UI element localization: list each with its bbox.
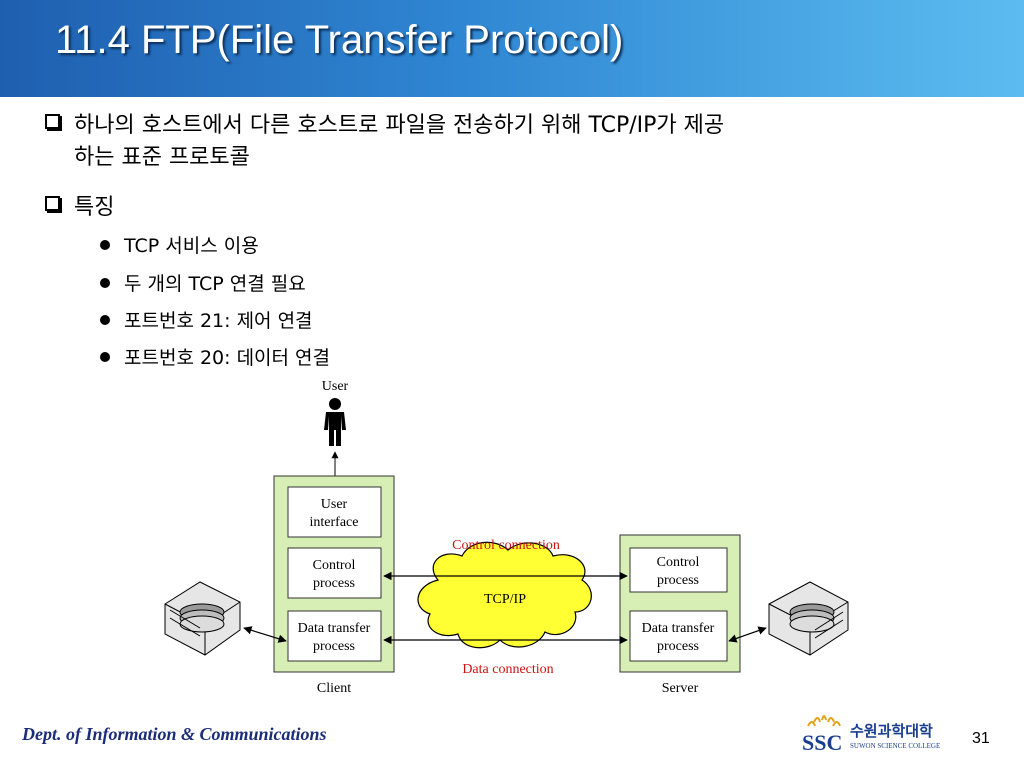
- control-connection-label: Control connection: [452, 538, 560, 553]
- logo-short-text: SSC: [802, 730, 842, 755]
- server-disk-drive-icon: [768, 581, 849, 656]
- slide-title: 11.4 FTP(File Transfer Protocol): [55, 18, 624, 62]
- dot-bullet-icon: [100, 352, 110, 362]
- footer-department: Dept. of Information & Communications: [22, 724, 327, 744]
- client-data-line-1: Data transfer: [298, 621, 371, 636]
- sub-bullet-1: TCP 서비스 이용: [100, 232, 259, 260]
- user-label: User: [322, 379, 349, 394]
- college-logo: SSC 수원과학대학 SUWON SCIENCE COLLEGE: [802, 715, 940, 755]
- server-control-line-1: Control: [657, 555, 700, 570]
- bullet-1-line-1: 하나의 호스트에서 다른 호스트로 파일을 전송하기 위해 TCP/IP가 제공: [74, 113, 725, 138]
- client-ui-line-2: interface: [310, 515, 359, 530]
- client-user-interface-box: [287, 486, 382, 538]
- bullet-1-line-2: 하는 표준 프로토콜: [74, 145, 250, 170]
- sub-bullet-3: 포트번호 21: 제어 연결: [100, 307, 313, 335]
- client-control-line-1: Control: [313, 558, 356, 573]
- sub-bullet-1-text: TCP 서비스 이용: [124, 235, 259, 257]
- sub-bullet-2-text: 두 개의 TCP 연결 필요: [124, 273, 306, 295]
- server-control-line-2: process: [657, 573, 699, 588]
- square-bullet-icon: [45, 114, 60, 129]
- page-number: 31: [972, 730, 990, 747]
- server-data-line-2: process: [657, 639, 699, 654]
- sub-bullet-4-text: 포트번호 20: 데이터 연결: [124, 347, 331, 369]
- client-control-line-2: process: [313, 576, 355, 591]
- sub-bullet-4: 포트번호 20: 데이터 연결: [100, 344, 330, 372]
- client-disk-drive-icon: [164, 581, 241, 656]
- dot-bullet-icon: [100, 240, 110, 250]
- college-logo-mark-icon: [807, 715, 841, 727]
- client-label: Client: [317, 681, 351, 696]
- bullet-item-1: 하나의 호스트에서 다른 호스트로 파일을 전송하기 위해 TCP/IP가 제공…: [45, 110, 724, 174]
- client-ui-line-1: User: [321, 497, 348, 512]
- bullet-item-2: 특징: [45, 192, 114, 224]
- tcp-ip-cloud: [417, 541, 592, 649]
- dot-bullet-icon: [100, 278, 110, 288]
- server-disk-arrow: [728, 626, 767, 643]
- client-data-transfer-box: [287, 610, 382, 662]
- logo-korean-text: 수원과학대학: [850, 723, 933, 740]
- sub-bullet-3-text: 포트번호 21: 제어 연결: [124, 310, 313, 332]
- dot-bullet-icon: [100, 315, 110, 325]
- bullet-2-text: 특징: [74, 195, 115, 220]
- server-label: Server: [662, 681, 699, 696]
- server-data-transfer-box: [629, 610, 728, 662]
- server-control-process-box: [629, 547, 728, 593]
- cloud-label: TCP/IP: [484, 592, 526, 607]
- square-bullet-icon: [45, 196, 60, 211]
- title-bar: 11.4 FTP(File Transfer Protocol): [0, 0, 1024, 97]
- server-data-line-1: Data transfer: [642, 621, 715, 636]
- user-person-icon: [324, 398, 346, 446]
- sub-bullet-2: 두 개의 TCP 연결 필요: [100, 270, 306, 298]
- client-data-line-2: process: [313, 639, 355, 654]
- client-control-process-box: [287, 547, 382, 599]
- data-connection-label: Data connection: [462, 662, 553, 677]
- logo-english-text: SUWON SCIENCE COLLEGE: [850, 742, 940, 750]
- client-disk-arrow: [243, 626, 287, 643]
